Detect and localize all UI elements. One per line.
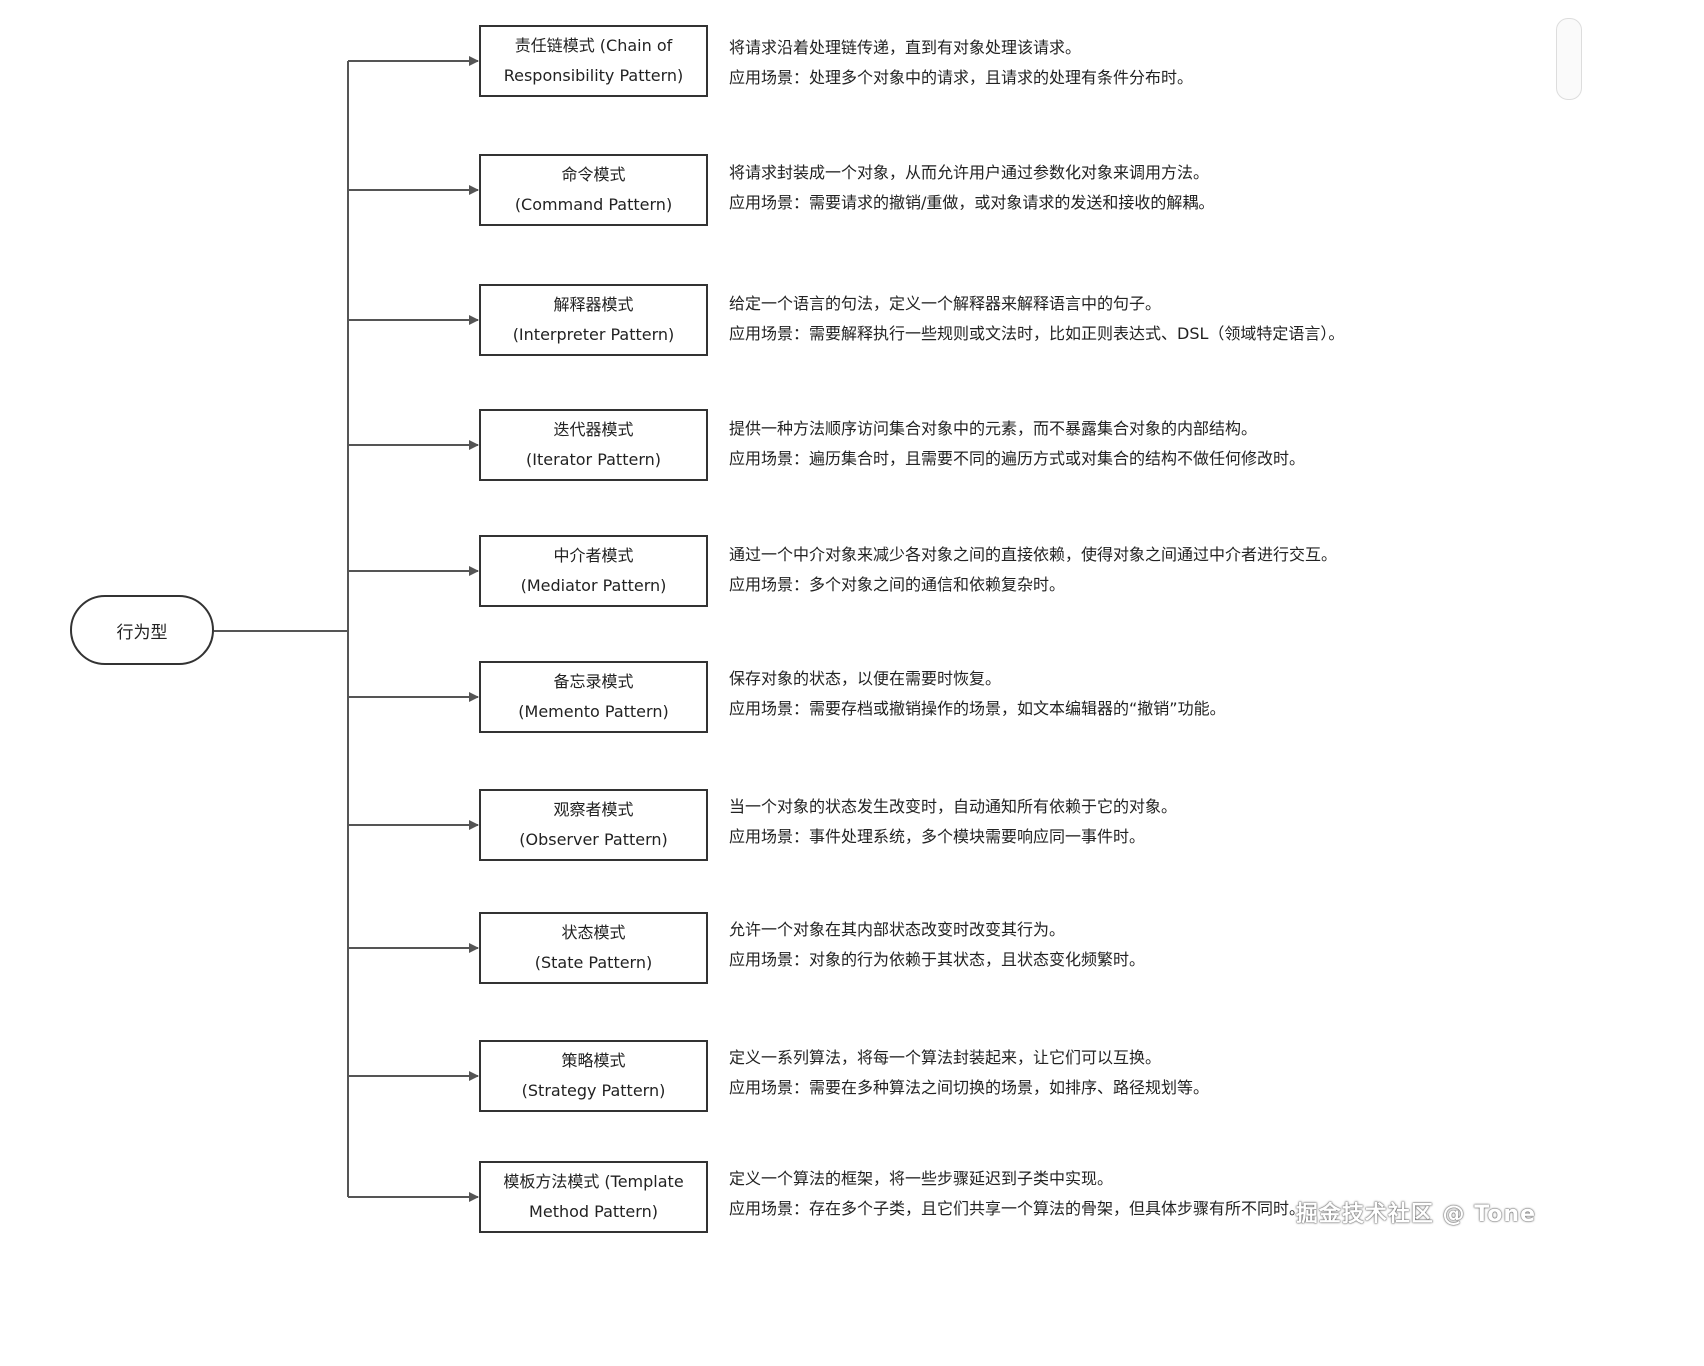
use-case-text: 应用场景：需要在多种算法之间切换的场景，如排序、路径规划等。 — [729, 1078, 1210, 1097]
pattern-box-strategy: 策略模式 (Strategy Pattern) — [479, 1040, 708, 1112]
definition-text: 定义一系列算法，将每一个算法封装起来，让它们可以互换。 — [729, 1048, 1162, 1067]
pattern-box-iterator: 迭代器模式 (Iterator Pattern) — [479, 409, 708, 481]
pattern-box-interpreter: 解释器模式 (Interpreter Pattern) — [479, 284, 708, 356]
definition-text: 将请求沿着处理链传递，直到有对象处理该请求。 — [729, 38, 1082, 57]
pattern-name-line: Responsibility Pattern) — [503, 66, 684, 85]
pattern-name-line: 备忘录模式 — [553, 672, 634, 691]
pattern-name-line: 中介者模式 — [553, 546, 634, 565]
pattern-description-interpreter: 给定一个语言的句法，定义一个解释器来解释语言中的句子。 应用场景：需要解释执行一… — [729, 289, 1344, 349]
pattern-name-line: (Observer Pattern) — [519, 830, 668, 849]
pattern-box-mediator: 中介者模式 (Mediator Pattern) — [479, 535, 708, 607]
use-case-text: 应用场景：事件处理系统，多个模块需要响应同一事件时。 — [729, 827, 1146, 846]
pattern-name-line: (State Pattern) — [534, 953, 653, 972]
definition-text: 提供一种方法顺序访问集合对象中的元素，而不暴露集合对象的内部结构。 — [729, 419, 1258, 438]
pattern-description-strategy: 定义一系列算法，将每一个算法封装起来，让它们可以互换。 应用场景：需要在多种算法… — [729, 1043, 1209, 1103]
pattern-box-state: 状态模式 (State Pattern) — [479, 912, 708, 984]
use-case-text: 应用场景：遍历集合时，且需要不同的遍历方式或对集合的结构不做任何修改时。 — [729, 449, 1306, 468]
pattern-name-line: (Interpreter Pattern) — [512, 325, 675, 344]
pattern-box-template-method: 模板方法模式 (Template Method Pattern) — [479, 1161, 708, 1233]
pattern-name-line: Method Pattern) — [529, 1202, 658, 1221]
pattern-name-line: 模板方法模式 (Template — [503, 1172, 684, 1191]
definition-text: 保存对象的状态，以便在需要时恢复。 — [729, 669, 1002, 688]
pattern-description-observer: 当一个对象的状态发生改变时，自动通知所有依赖于它的对象。 应用场景：事件处理系统… — [729, 792, 1177, 852]
pattern-name-line: (Strategy Pattern) — [521, 1081, 666, 1100]
pattern-description-chain-of-responsibility: 将请求沿着处理链传递，直到有对象处理该请求。 应用场景：处理多个对象中的请求，且… — [729, 33, 1193, 93]
definition-text: 当一个对象的状态发生改变时，自动通知所有依赖于它的对象。 — [729, 797, 1178, 816]
pattern-name-line: 命令模式 — [561, 165, 626, 184]
use-case-text: 应用场景：存在多个子类，且它们共享一个算法的骨架，但具体步骤有所不同时。 — [729, 1199, 1306, 1218]
definition-text: 将请求封装成一个对象，从而允许用户通过参数化对象来调用方法。 — [729, 163, 1210, 182]
root-label: 行为型 — [116, 622, 168, 643]
definition-text: 通过一个中介对象来减少各对象之间的直接依赖，使得对象之间通过中介者进行交互。 — [729, 545, 1338, 564]
pattern-name-line: (Command Pattern) — [514, 195, 673, 214]
pattern-box-chain-of-responsibility: 责任链模式 (Chain of Responsibility Pattern) — [479, 25, 708, 97]
pattern-description-iterator: 提供一种方法顺序访问集合对象中的元素，而不暴露集合对象的内部结构。 应用场景：遍… — [729, 414, 1305, 474]
pattern-description-state: 允许一个对象在其内部状态改变时改变其行为。 应用场景：对象的行为依赖于其状态，且… — [729, 915, 1145, 975]
use-case-text: 应用场景：处理多个对象中的请求，且请求的处理有条件分布时。 — [729, 68, 1194, 87]
scroll-edge-indicator — [1556, 18, 1582, 100]
pattern-name-line: 观察者模式 — [553, 800, 634, 819]
pattern-name-line: 责任链模式 (Chain of — [514, 36, 673, 55]
definition-text: 允许一个对象在其内部状态改变时改变其行为。 — [729, 920, 1066, 939]
pattern-box-memento: 备忘录模式 (Memento Pattern) — [479, 661, 708, 733]
use-case-text: 应用场景：对象的行为依赖于其状态，且状态变化频繁时。 — [729, 950, 1146, 969]
definition-text: 给定一个语言的句法，定义一个解释器来解释语言中的句子。 — [729, 294, 1162, 313]
use-case-text: 应用场景：需要请求的撤销/重做，或对象请求的发送和接收的解耦。 — [729, 193, 1215, 212]
pattern-description-command: 将请求封装成一个对象，从而允许用户通过参数化对象来调用方法。 应用场景：需要请求… — [729, 158, 1214, 218]
pattern-name-line: (Mediator Pattern) — [520, 576, 667, 595]
definition-text: 定义一个算法的框架，将一些步骤延迟到子类中实现。 — [729, 1169, 1114, 1188]
pattern-name-line: 迭代器模式 — [553, 420, 634, 439]
connector-lines — [214, 56, 479, 1202]
pattern-name-line: (Iterator Pattern) — [526, 450, 661, 469]
pattern-description-mediator: 通过一个中介对象来减少各对象之间的直接依赖，使得对象之间通过中介者进行交互。 应… — [729, 540, 1337, 600]
root-node-behavioral: 行为型 — [70, 595, 214, 665]
use-case-text: 应用场景：需要解释执行一些规则或文法时，比如正则表达式、DSL（领域特定语言）。 — [729, 324, 1345, 343]
use-case-text: 应用场景：需要存档或撤销操作的场景，如文本编辑器的“撤销”功能。 — [729, 699, 1226, 718]
pattern-name-line: 解释器模式 — [553, 295, 634, 314]
use-case-text: 应用场景：多个对象之间的通信和依赖复杂时。 — [729, 575, 1066, 594]
pattern-name-line: 状态模式 — [561, 923, 626, 942]
pattern-description-template-method: 定义一个算法的框架，将一些步骤延迟到子类中实现。 应用场景：存在多个子类，且它们… — [729, 1164, 1305, 1224]
pattern-description-memento: 保存对象的状态，以便在需要时恢复。 应用场景：需要存档或撤销操作的场景，如文本编… — [729, 664, 1226, 724]
pattern-name-line: (Memento Pattern) — [518, 702, 669, 721]
watermark-text: 掘金技术社区 @ Tone — [1295, 1202, 1536, 1227]
pattern-name-line: 策略模式 — [561, 1051, 626, 1070]
pattern-box-command: 命令模式 (Command Pattern) — [479, 154, 708, 226]
pattern-box-observer: 观察者模式 (Observer Pattern) — [479, 789, 708, 861]
